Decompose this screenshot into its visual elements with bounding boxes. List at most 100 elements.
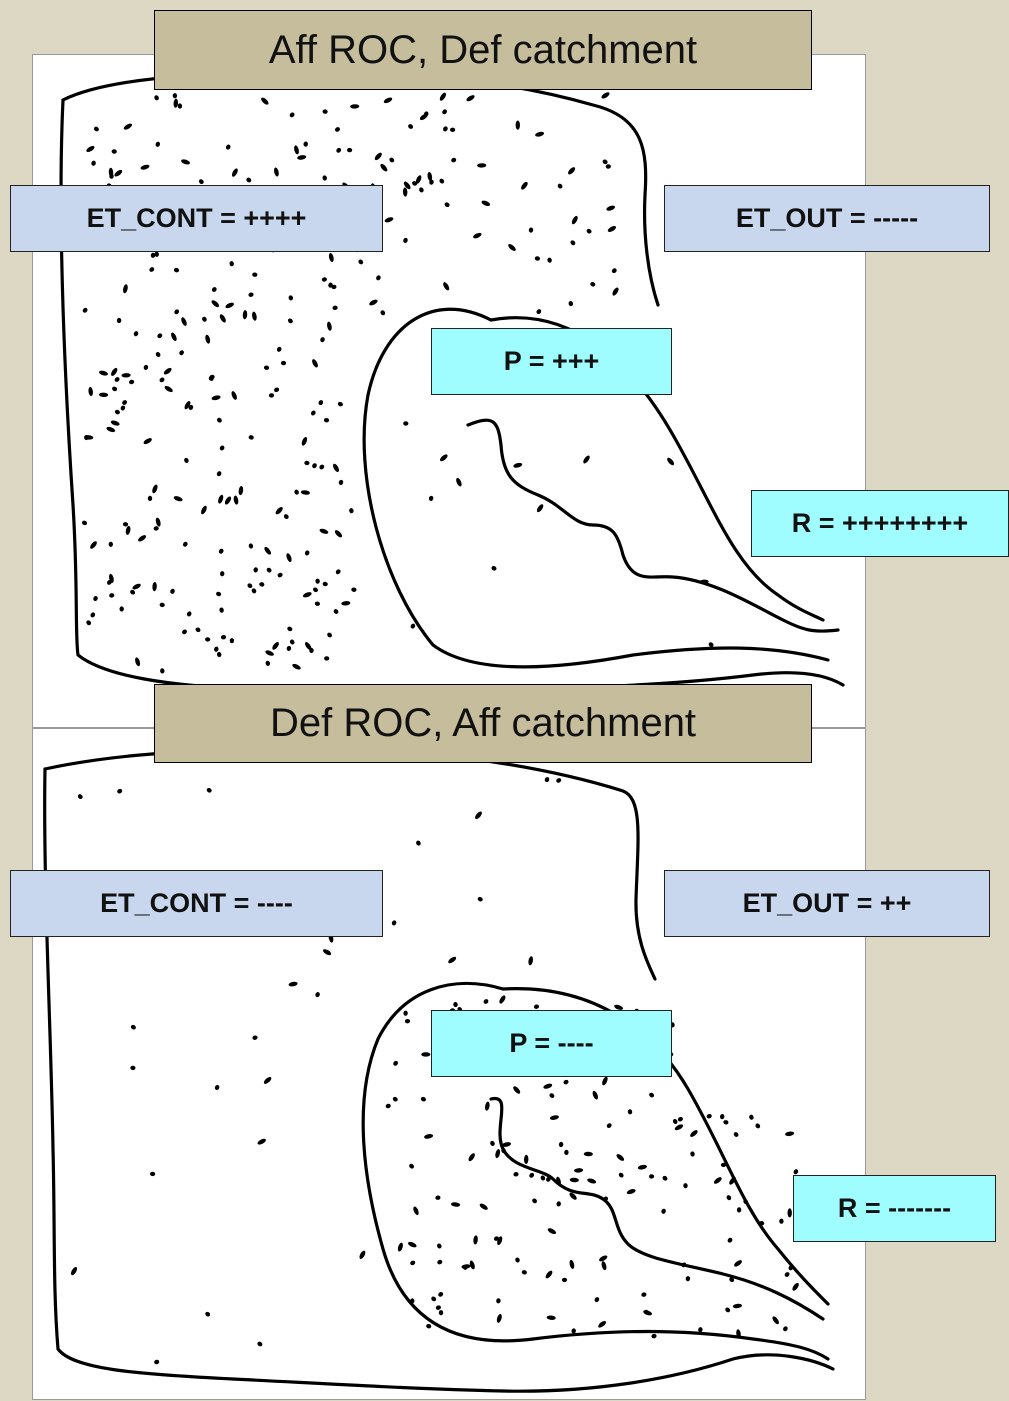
stipple-dot [205,1311,211,1317]
stipple-dot [706,1113,712,1119]
stipple-dot [477,896,483,902]
stipple-dot [133,331,139,337]
stipple-dot [759,1220,765,1226]
stipple-dot [515,1257,520,1263]
stipple-dot [641,1292,647,1297]
panel-title: Aff ROC, Def catchment [154,10,812,90]
stipple-dot [149,267,155,272]
stipple-dot [606,205,616,211]
stipple-dot [335,127,340,132]
stipple-dot [229,261,234,267]
stipple-dot [251,588,257,594]
stipple-dot [220,634,227,640]
stipple-dot [332,305,338,311]
stipple-dot [793,1169,799,1175]
stipple-dot [439,178,445,184]
stipple-dot [84,435,94,440]
stipple-dot [331,284,337,290]
stipple-dot [536,309,542,315]
stipple-dot [108,167,114,177]
stipple-dot [726,1195,732,1201]
stipple-dot [690,1151,695,1157]
stipple-dot [583,455,590,464]
stipple-dot [477,163,487,168]
stipple-dot [252,1035,258,1040]
stipple-dot [561,1277,568,1283]
stipple-dot [601,1261,607,1271]
stipple-dot [556,778,562,783]
stipple-dot [383,97,393,104]
stipple-dot [513,1172,519,1177]
stipple-dot [644,1309,649,1315]
stipple-dot [322,175,327,181]
region-outline [501,1353,835,1393]
stipple-dot [120,405,126,411]
stipple-dot [288,981,298,987]
river-channel [489,1097,825,1321]
stipple-dot [463,1264,468,1270]
stipple-dot [294,489,299,495]
stipple-dot [170,588,175,594]
stipple-dot [182,629,187,635]
stipple-dot [110,420,120,426]
stipple-dot [473,1235,478,1245]
stipple-dot [265,650,274,656]
stipple-dot [303,141,308,147]
stipple-dot [533,1004,540,1009]
stipple-dot [466,95,475,102]
stipple-dot [112,386,118,392]
stipple-dot [111,367,118,376]
stipple-dot [729,1277,735,1283]
stipple-dot [546,1176,551,1182]
stipple-dot [453,1001,458,1008]
stipple-dot [708,642,714,648]
stipple-dot [574,1168,584,1173]
stipple-dot [272,642,279,650]
stipple-dot [409,1298,415,1304]
stipple-dot [783,1326,788,1332]
stipple-dot [171,332,177,342]
stipple-dot [784,1272,790,1277]
stipple-dot [82,307,88,313]
stipple-dot [674,1124,684,1131]
stipple-dot [130,1065,136,1071]
stipple-dot [380,163,388,172]
stipple-dot [545,1270,553,1279]
stipple-dot [508,244,516,251]
stipple-dot [205,334,211,344]
stipple-dot [123,284,128,294]
stipple-dot [429,179,434,185]
stipple-dot [216,591,222,597]
stipple-dot [283,514,289,520]
stipple-dot [438,1292,444,1297]
stipple-dot [276,346,282,352]
stipple-dot [439,92,447,101]
stipple-dot [424,1134,434,1139]
stipple-dot [570,240,576,246]
stipple-dot [304,550,310,556]
r-label: R = ------- [793,1175,996,1242]
stipple-dot [186,611,192,617]
stipple-dot [616,1154,625,1161]
stipple-dot [184,401,191,410]
stipple-dot [444,202,450,208]
stipple-dot [515,120,520,130]
stipple-dot [435,1305,441,1310]
stipple-dot [483,999,489,1004]
stipple-dot [319,528,329,534]
stipple-dot [301,436,308,446]
stipple-dot [172,93,178,99]
stipple-dot [173,267,180,273]
stipple-dot [590,282,596,287]
stipple-dot [521,1270,527,1275]
basin-outline [362,307,830,669]
stipple-dot [484,1101,490,1111]
stipple-dot [734,1260,742,1267]
stipple-dot [397,1242,403,1252]
stipple-dot [173,98,179,108]
stipple-dot [568,301,574,307]
stipple-dot [699,579,709,585]
stipple-dot [333,609,339,614]
stipple-dot [380,310,386,316]
stipple-dot [685,1276,691,1282]
